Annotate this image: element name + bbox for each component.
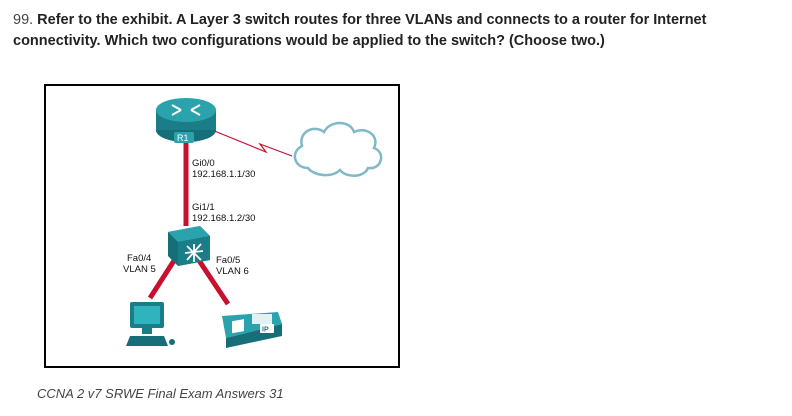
router-name-label: R1 — [177, 133, 189, 143]
question-body: Refer to the exhibit. A Layer 3 switch r… — [13, 12, 707, 49]
ip-badge-label: IP — [262, 327, 269, 334]
internet-cloud-icon — [293, 121, 383, 177]
question-text: 99.Refer to the exhibit. A Layer 3 switc… — [13, 10, 773, 52]
router-icon — [156, 98, 216, 143]
switch-pc-link — [147, 254, 180, 300]
right-port-label: Fa0/5 — [216, 255, 241, 266]
internet-link — [211, 129, 293, 157]
router-interface-label: Gi0/0 — [192, 158, 215, 169]
switch-ip-label: 192.168.1.2/30 — [192, 213, 256, 224]
pc-icon — [126, 302, 175, 346]
right-vlan-label: VLAN 6 — [216, 266, 249, 277]
layer3-switch-icon — [168, 226, 210, 266]
left-port-label: Fa0/4 — [127, 253, 152, 264]
topology-diagram: IP R1 — [126, 98, 383, 348]
question-number: 99. — [13, 12, 34, 28]
router-ip-label: 192.168.1.1/30 — [192, 169, 256, 180]
figure-caption: CCNA 2 v7 SRWE Final Exam Answers 31 — [37, 386, 284, 401]
exhibit-figure: IP R1 Gi0/0 192.168.1.1/30 Gi1/1 192.168… — [44, 84, 400, 368]
switch-phone-link — [193, 254, 231, 306]
left-vlan-label: VLAN 5 — [123, 264, 156, 275]
switch-interface-label: Gi1/1 — [192, 202, 215, 213]
ip-phone-icon: IP — [222, 312, 282, 348]
